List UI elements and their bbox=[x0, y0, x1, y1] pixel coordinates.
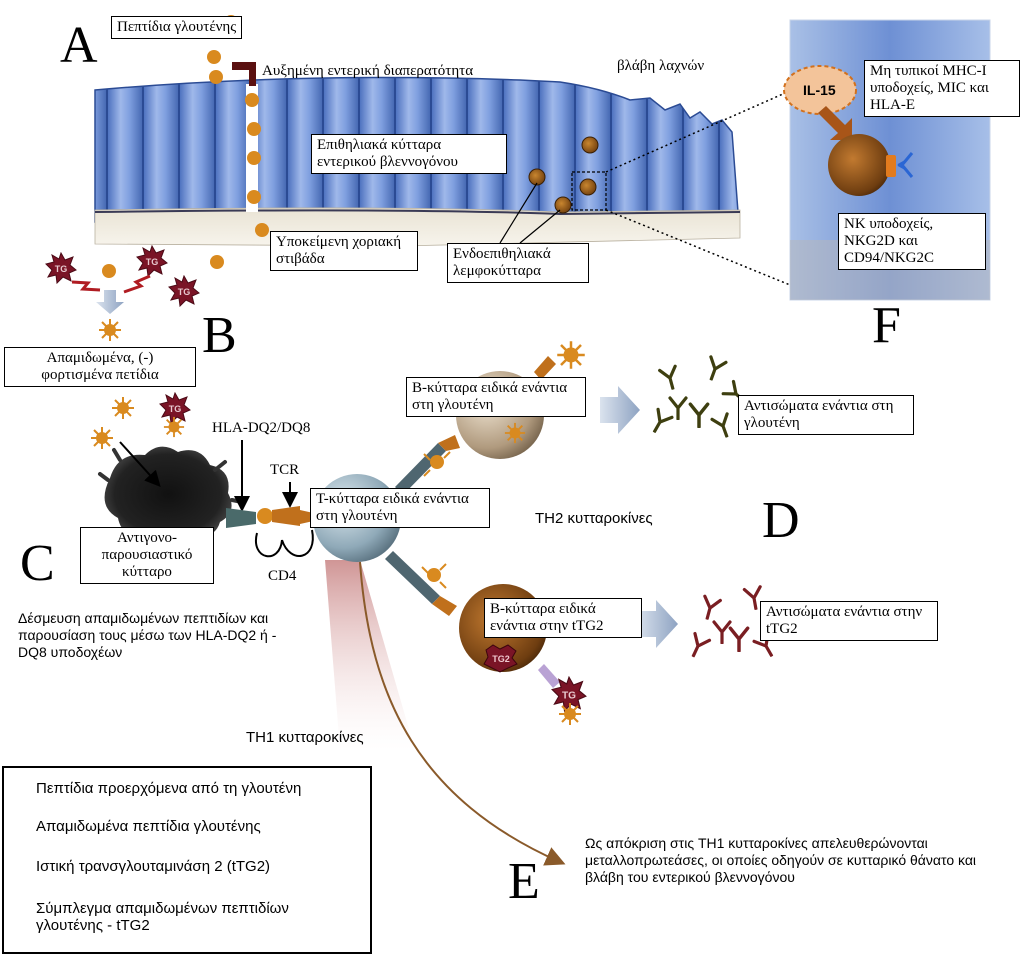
tcr-label: TCR bbox=[270, 462, 300, 478]
gluten-antibodies bbox=[645, 355, 752, 441]
legend-item: Σύμπλεγμα απαμιδωμένων πεπτιδίων γλουτέν… bbox=[36, 900, 289, 934]
legend-item: Απαμιδωμένα πεπτίδια γλουτένης bbox=[36, 818, 261, 835]
deamidation-arrow-icon bbox=[96, 290, 124, 314]
apc-label: Αντιγονο-παρουσιαστικό κύτταρο bbox=[80, 527, 214, 584]
receptor-icon bbox=[900, 152, 914, 178]
th1-label: TH1 κυτταροκίνες bbox=[246, 729, 364, 746]
mmp-pathway-arrow bbox=[359, 561, 566, 866]
panel-label-b: B bbox=[202, 307, 237, 364]
il15-arrow-icon bbox=[818, 106, 852, 140]
ttg2-ab-arrow-icon bbox=[636, 600, 678, 648]
legend: Πεπτίδια προερχόμενα από τη γλουτένη Απα… bbox=[2, 766, 372, 954]
tcell-bcell-connectors bbox=[385, 435, 460, 616]
panel-label-f: F bbox=[872, 297, 901, 354]
bcell-gluten-receptor bbox=[534, 340, 586, 380]
iel-pointer-lines bbox=[499, 182, 561, 244]
panel-label-c: C bbox=[20, 535, 55, 592]
increased-permeability-label: Αυξημένη εντερική διαπερατότητα bbox=[262, 63, 474, 79]
permeability-arrow-icon bbox=[232, 62, 256, 86]
lamina-propria-label: Υποκείμενη χοριακή στιβάδα bbox=[270, 231, 418, 271]
gluten-ab-arrow-icon bbox=[600, 386, 640, 434]
deamidated-peptide-icon bbox=[98, 318, 122, 342]
cd4-label: CD4 bbox=[268, 568, 297, 584]
villous-damage-label: βλάβη λαχνών bbox=[617, 58, 705, 74]
legend-item: Πεπτίδια προερχόμενα από τη γλουτένη bbox=[36, 780, 302, 797]
nk-receptors-label: NK υποδοχείς, NKG2D και CD94/NKG2C bbox=[838, 213, 986, 270]
nk-like-lymphocyte bbox=[828, 134, 890, 196]
intraepithelial-lymphocytes bbox=[528, 136, 599, 214]
il15-label: IL-15 bbox=[803, 82, 836, 98]
legend-item: Ιστική τρανσγλουταμινάση 2 (tTG2) bbox=[36, 858, 271, 875]
il15-cloud bbox=[783, 65, 857, 115]
epithelial-cells-label: Επιθηλιακά κύτταρα εντερικού βλεννογόνου bbox=[311, 134, 507, 174]
hla-tcr-complex bbox=[226, 506, 318, 558]
antigen-presenting-cell bbox=[98, 446, 244, 546]
gluten-peptides-label: Πεπτίδια γλουτένης bbox=[111, 16, 243, 39]
tg2-badge-icon bbox=[483, 644, 518, 673]
deamidated-peptides-label: Απαμιδωμένα, (-) φορτισμένα πετίδια bbox=[4, 347, 196, 387]
t-cell-label: Τ-κύτταρα ειδικά ενάντια στη γλουτένη bbox=[310, 488, 490, 528]
iel-label: Ενδοεπιθηλιακά λεμφοκύτταρα bbox=[447, 243, 589, 283]
b-cell-gluten-label: Β-κύτταρα ειδικά ενάντια στη γλουτένη bbox=[406, 377, 586, 417]
panel-label-e: E bbox=[508, 853, 540, 910]
ttg2-antibodies-label: Αντισώματα ενάντια στην tTG2 bbox=[760, 601, 938, 641]
th2-label: TH2 κυτταροκίνες bbox=[535, 510, 653, 527]
zoom-lines bbox=[605, 89, 793, 286]
hla-label: HLA-DQ2/DQ8 bbox=[212, 420, 311, 436]
gluten-antibodies-label: Αντισώματα ενάντια στη γλουτένη bbox=[738, 395, 914, 435]
panel-label-a: A bbox=[60, 17, 98, 74]
b-cell-ttg2-label: Β-κύτταρα ειδικά ενάντια στην tTG2 bbox=[484, 598, 642, 638]
panel-label-d: D bbox=[762, 492, 800, 549]
nonclassical-mhc-label: Μη τυπικοί MHC-I υποδοχείς, MIC και HLA-… bbox=[864, 60, 1020, 117]
mmp-description: Ως απόκριση στις TH1 κυτταροκίνες απελευ… bbox=[585, 835, 977, 885]
bcell-ttg2-receptor bbox=[538, 664, 587, 726]
tg2-badge-text: TG2 bbox=[492, 654, 510, 664]
binding-description: Δέσμευση απαμιδωμένων πεπτιδίων και παρο… bbox=[18, 610, 277, 660]
zoom-region bbox=[571, 171, 607, 211]
ttg2-cluster bbox=[45, 245, 200, 307]
apc-pointer bbox=[119, 441, 161, 487]
